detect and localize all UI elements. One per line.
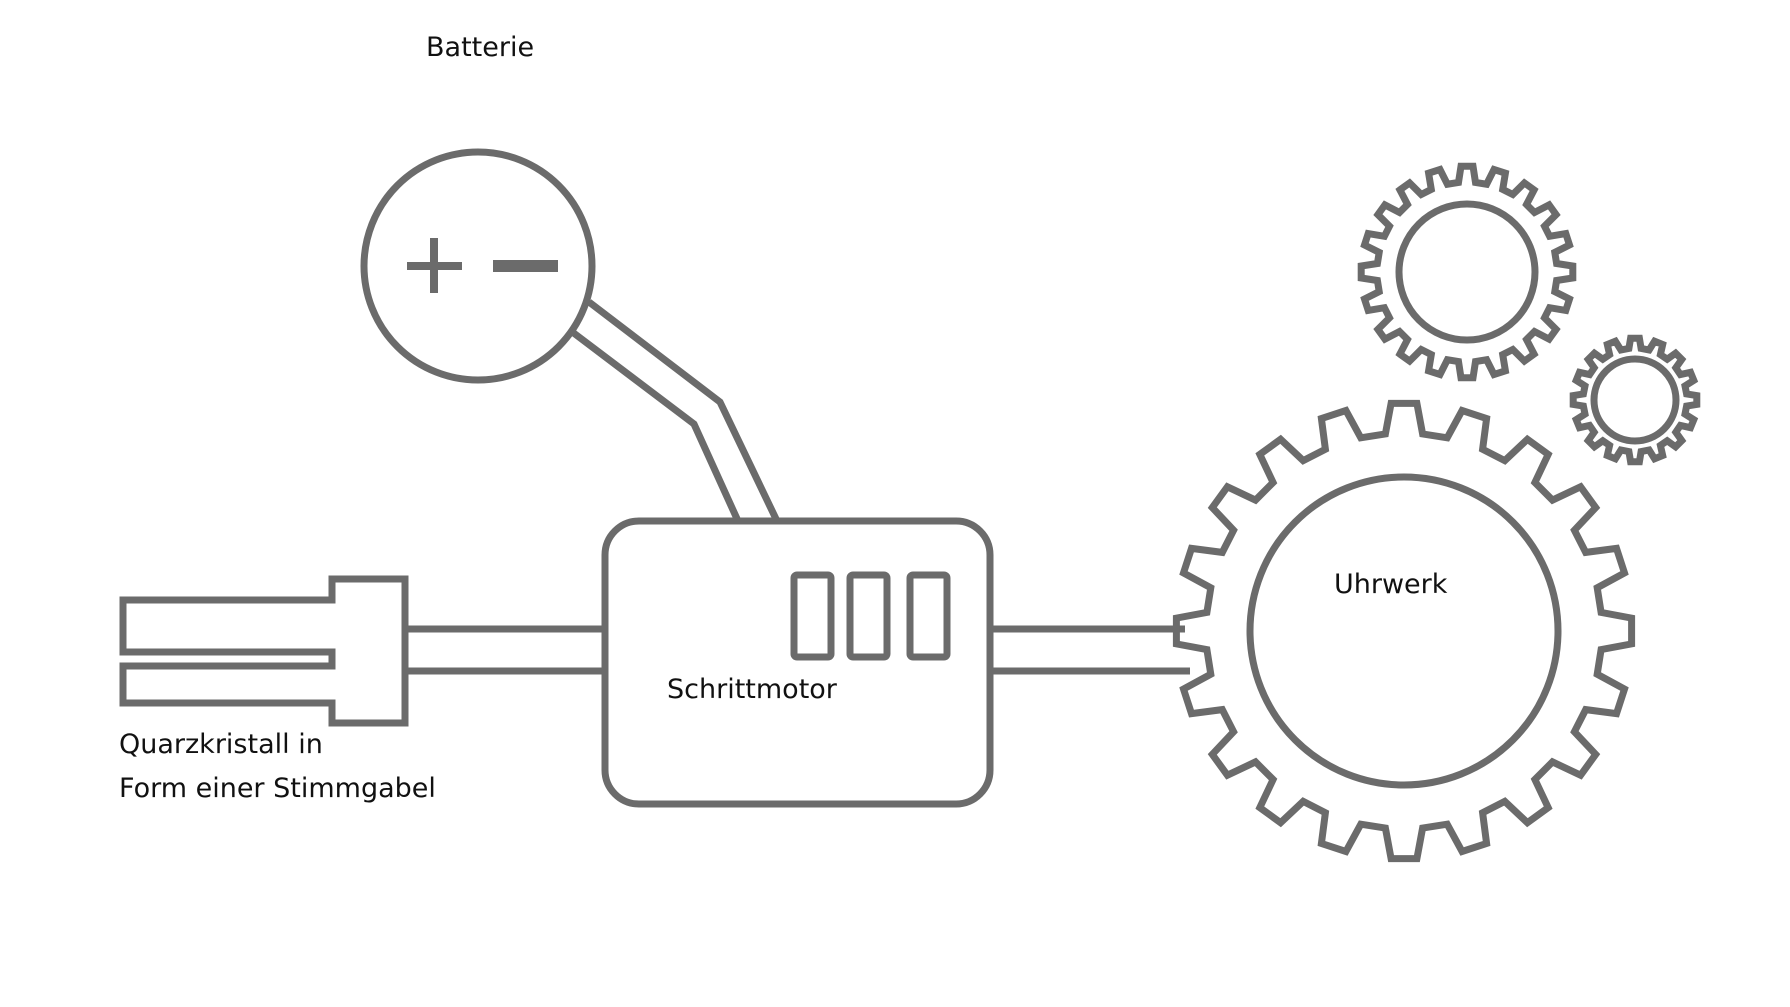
clockwork-label: Uhrwerk <box>1334 569 1448 600</box>
upper-gear-hub <box>1395 200 1539 344</box>
main-gear-outline <box>1172 399 1636 863</box>
motor-coil-3 <box>906 571 951 661</box>
motor-coil-2 <box>846 571 891 661</box>
stepper-motor-box <box>601 517 994 808</box>
main-gear-hub <box>1246 473 1562 789</box>
small-gear-hub <box>1590 355 1680 445</box>
upper-gear-outline <box>1357 162 1577 382</box>
quartz-crystal-fork <box>119 575 409 727</box>
crystal-label-line1: Quarzkristall in <box>119 729 323 760</box>
battery-circle <box>360 148 596 384</box>
battery-label: Batterie <box>426 32 535 63</box>
battery-plus-sign <box>407 238 462 293</box>
battery-wire-inner <box>568 328 742 523</box>
motor-coil-1 <box>790 571 835 661</box>
stepper-motor-label: Schrittmotor <box>667 674 837 705</box>
crystal-label: Quarzkristall in Form einer Stimmgabel <box>119 723 436 811</box>
crystal-label-line2: Form einer Stimmgabel <box>119 773 436 804</box>
small-gear-outline <box>1569 334 1701 466</box>
battery-wire-outer <box>586 299 781 523</box>
